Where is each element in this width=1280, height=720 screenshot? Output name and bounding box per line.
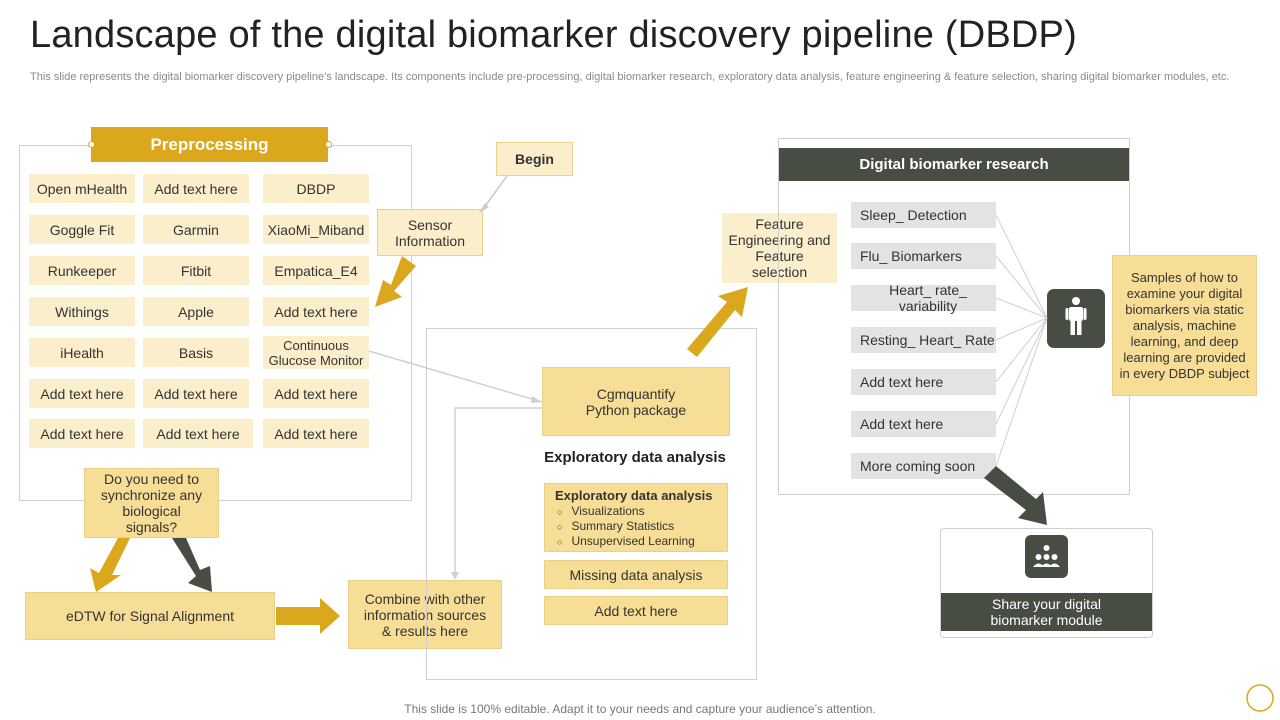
prep-cell: XiaoMi_Miband bbox=[263, 215, 369, 244]
prep-cell: DBDP bbox=[263, 174, 369, 203]
eda-panel bbox=[426, 328, 757, 680]
eda-item: Summary Statistics bbox=[557, 519, 717, 534]
samples-box: Samples of how to examine your digital b… bbox=[1112, 255, 1257, 396]
cgmquantify-to-combine-line bbox=[454, 407, 542, 578]
prep-cell: Fitbit bbox=[143, 256, 249, 285]
prep-cell: Add text here bbox=[263, 379, 369, 408]
cgmquantify-box: Cgmquantify Python package bbox=[542, 367, 730, 436]
eda-detail-box: Exploratory data analysis Visualizations… bbox=[544, 483, 728, 552]
begin-to-sensor-arrowhead bbox=[479, 203, 489, 213]
group-icon bbox=[1025, 535, 1068, 578]
prep-cell: iHealth bbox=[29, 338, 135, 367]
prep-cell: Add text here bbox=[143, 419, 253, 448]
prep-cell: Add text here bbox=[29, 379, 135, 408]
prep-cell: Add text here bbox=[143, 379, 249, 408]
begin-box: Begin bbox=[496, 142, 573, 176]
eda-item: Visualizations bbox=[557, 504, 717, 519]
sensor-to-preprocessing-arrow bbox=[375, 256, 416, 307]
research-fan-lines bbox=[995, 214, 1048, 467]
person-icon bbox=[1047, 289, 1105, 348]
research-heading: Digital biomarker research bbox=[779, 148, 1129, 181]
eda-heading: Exploratory data analysis bbox=[544, 449, 726, 466]
research-to-share-arrow bbox=[984, 466, 1047, 525]
eda-add-text-box: Add text here bbox=[544, 596, 728, 625]
combine-box: Combine with other information sources &… bbox=[348, 580, 502, 649]
edtw-to-combine-arrow bbox=[276, 598, 340, 634]
prep-cell: Goggle Fit bbox=[29, 215, 135, 244]
research-item: Add text here bbox=[851, 369, 996, 395]
research-item: Flu_ Biomarkers bbox=[851, 243, 996, 269]
prep-cell: Open mHealth bbox=[29, 174, 135, 203]
footer-note: This slide is 100% editable. Adapt it to… bbox=[404, 702, 876, 716]
cgm-line-arrowhead bbox=[531, 396, 542, 403]
question-to-edtw-arrow bbox=[90, 538, 130, 592]
prep-cell: Withings bbox=[29, 297, 135, 326]
prep-cell: Add text here bbox=[263, 297, 369, 326]
eda-item: Unsupervised Learning bbox=[557, 534, 717, 549]
eda-items: Visualizations Summary Statistics Unsupe… bbox=[555, 504, 717, 549]
preprocessing-heading: Preprocessing bbox=[91, 127, 328, 162]
prep-cell: Basis bbox=[143, 338, 249, 367]
prep-cell: Garmin bbox=[143, 215, 249, 244]
heading-dot-right bbox=[325, 141, 332, 148]
research-item: Resting_ Heart_ Rate bbox=[851, 327, 996, 353]
research-item: Heart_ rate_ variability bbox=[851, 282, 996, 314]
prep-cell: Add text here bbox=[263, 419, 369, 448]
prep-cell: Runkeeper bbox=[29, 256, 135, 285]
sync-question-box: Do you need to synchronize any biologica… bbox=[84, 468, 219, 538]
sensor-info-box: Sensor Information bbox=[377, 209, 483, 256]
feature-engineering-box: Feature Engineering and Feature selectio… bbox=[722, 213, 837, 283]
prep-cell: Apple bbox=[143, 297, 249, 326]
question-to-edtw-dark-arrow bbox=[172, 538, 212, 592]
prep-cell: Add text here bbox=[143, 174, 249, 203]
cgm-to-cgmquantify-line bbox=[368, 350, 543, 403]
prep-cell: Continuous Glucose Monitor bbox=[263, 336, 369, 369]
missing-data-box: Missing data analysis bbox=[544, 560, 728, 589]
combine-line-arrowhead bbox=[451, 572, 459, 580]
prep-cell: Add text here bbox=[29, 419, 135, 448]
prep-cell: Empatica_E4 bbox=[263, 256, 369, 285]
edtw-box: eDTW for Signal Alignment bbox=[25, 592, 275, 640]
research-item: Add text here bbox=[851, 411, 996, 437]
page-subtitle: This slide represents the digital biomar… bbox=[30, 71, 1230, 83]
research-item: Sleep_ Detection bbox=[851, 202, 996, 228]
eda-to-feature-arrow bbox=[687, 287, 748, 357]
research-item: More coming soon bbox=[851, 453, 996, 479]
corner-circle bbox=[1246, 684, 1274, 712]
page-title: Landscape of the digital biomarker disco… bbox=[30, 14, 1077, 56]
begin-to-sensor-line bbox=[482, 175, 508, 210]
share-module-label: Share your digital biomarker module bbox=[941, 593, 1152, 631]
eda-detail-heading: Exploratory data analysis bbox=[555, 488, 713, 503]
heading-dot-left bbox=[88, 141, 95, 148]
